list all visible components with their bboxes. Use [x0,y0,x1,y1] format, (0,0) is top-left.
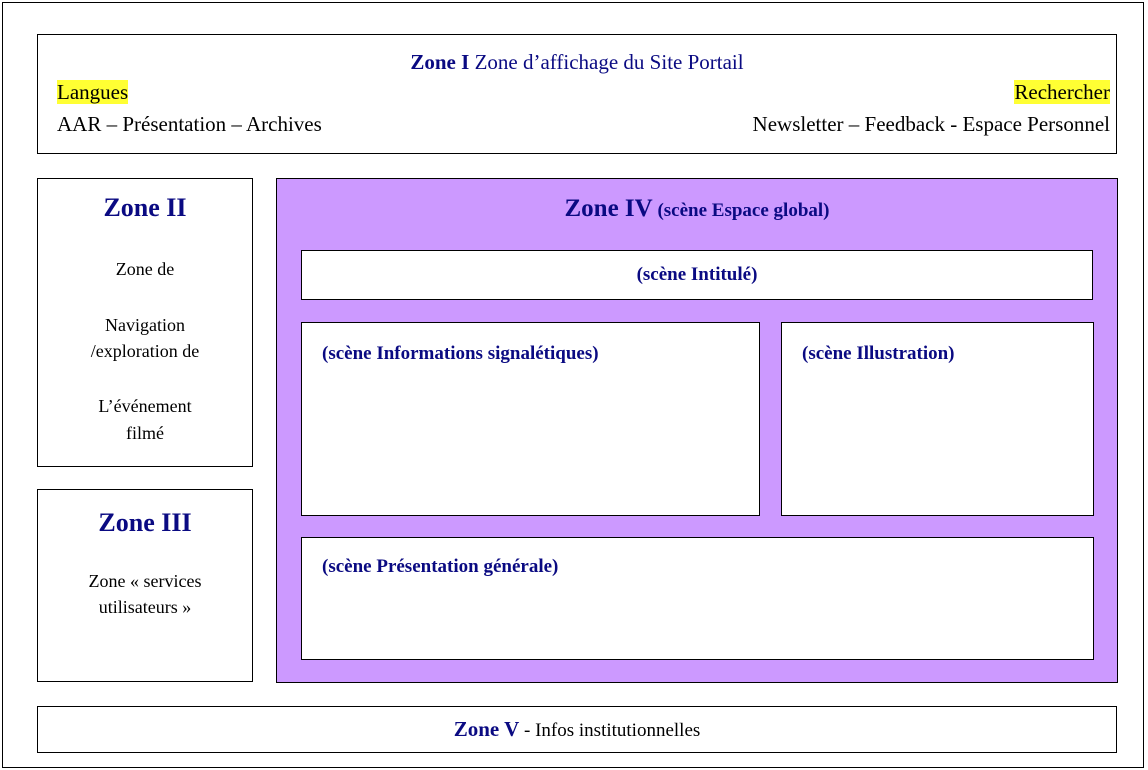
search-link[interactable]: Rechercher [1014,80,1110,105]
zone-1-title: Zone I Zone d’affichage du Site Portail [38,50,1116,75]
scene-info-box: (scène Informations signalétiques) [301,322,760,516]
zone-2-line: Zone de [115,259,175,279]
zone-2-line: /exploration de [90,341,200,361]
zone-2-line: L’événement [98,396,192,416]
scene-presentation-box: (scène Présentation générale) [301,537,1094,660]
zone-1-portal-display: Zone I Zone d’affichage du Site Portail … [37,34,1117,154]
scene-info-label: (scène Informations signalétiques) [322,343,599,364]
scene-title-box: (scène Intitulé) [301,250,1093,300]
zone-3-title: Zone III [98,508,192,537]
left-nav-links[interactable]: AAR – Présentation – Archives [57,112,322,136]
scene-illustration-label: (scène Illustration) [802,343,955,364]
zone-4-title: Zone IV (scène Espace global) [277,195,1117,223]
zone-4-global-space: Zone IV (scène Espace global) (scène Int… [276,178,1118,683]
right-nav-links[interactable]: Newsletter – Feedback - Espace Personnel [752,112,1110,136]
zone-5-title: Zone V - Infos institutionnelles [38,717,1116,742]
search-label: Rechercher [1014,80,1110,104]
zone-1-label: Zone I [410,50,470,74]
zone-2-navigation: Zone II Zone de Navigation /exploration … [37,178,253,467]
zone-2-line: filmé [126,423,164,443]
zone-5-description: - Infos institutionnelles [519,720,701,741]
scene-presentation-label: (scène Présentation générale) [322,556,559,577]
zone-3-user-services: Zone III Zone « services utilisateurs » [37,489,253,682]
zone-5-institutional: Zone V - Infos institutionnelles [37,706,1117,753]
scene-title-label: (scène Intitulé) [636,264,758,285]
zone-4-label: Zone IV [564,195,653,222]
zone-4-subtitle: (scène Espace global) [652,200,830,221]
zone-3-line: utilisateurs » [98,597,192,617]
scene-illustration-box: (scène Illustration) [781,322,1094,516]
languages-label: Langues [57,80,129,104]
zone-5-label: Zone V [453,717,520,741]
zone-2-title: Zone II [103,193,187,222]
zone-2-line: Navigation [105,315,185,335]
zone-1-description: Zone d’affichage du Site Portail [469,50,744,74]
languages-link[interactable]: Langues [57,80,129,105]
zone-3-line: Zone « services [88,571,202,591]
